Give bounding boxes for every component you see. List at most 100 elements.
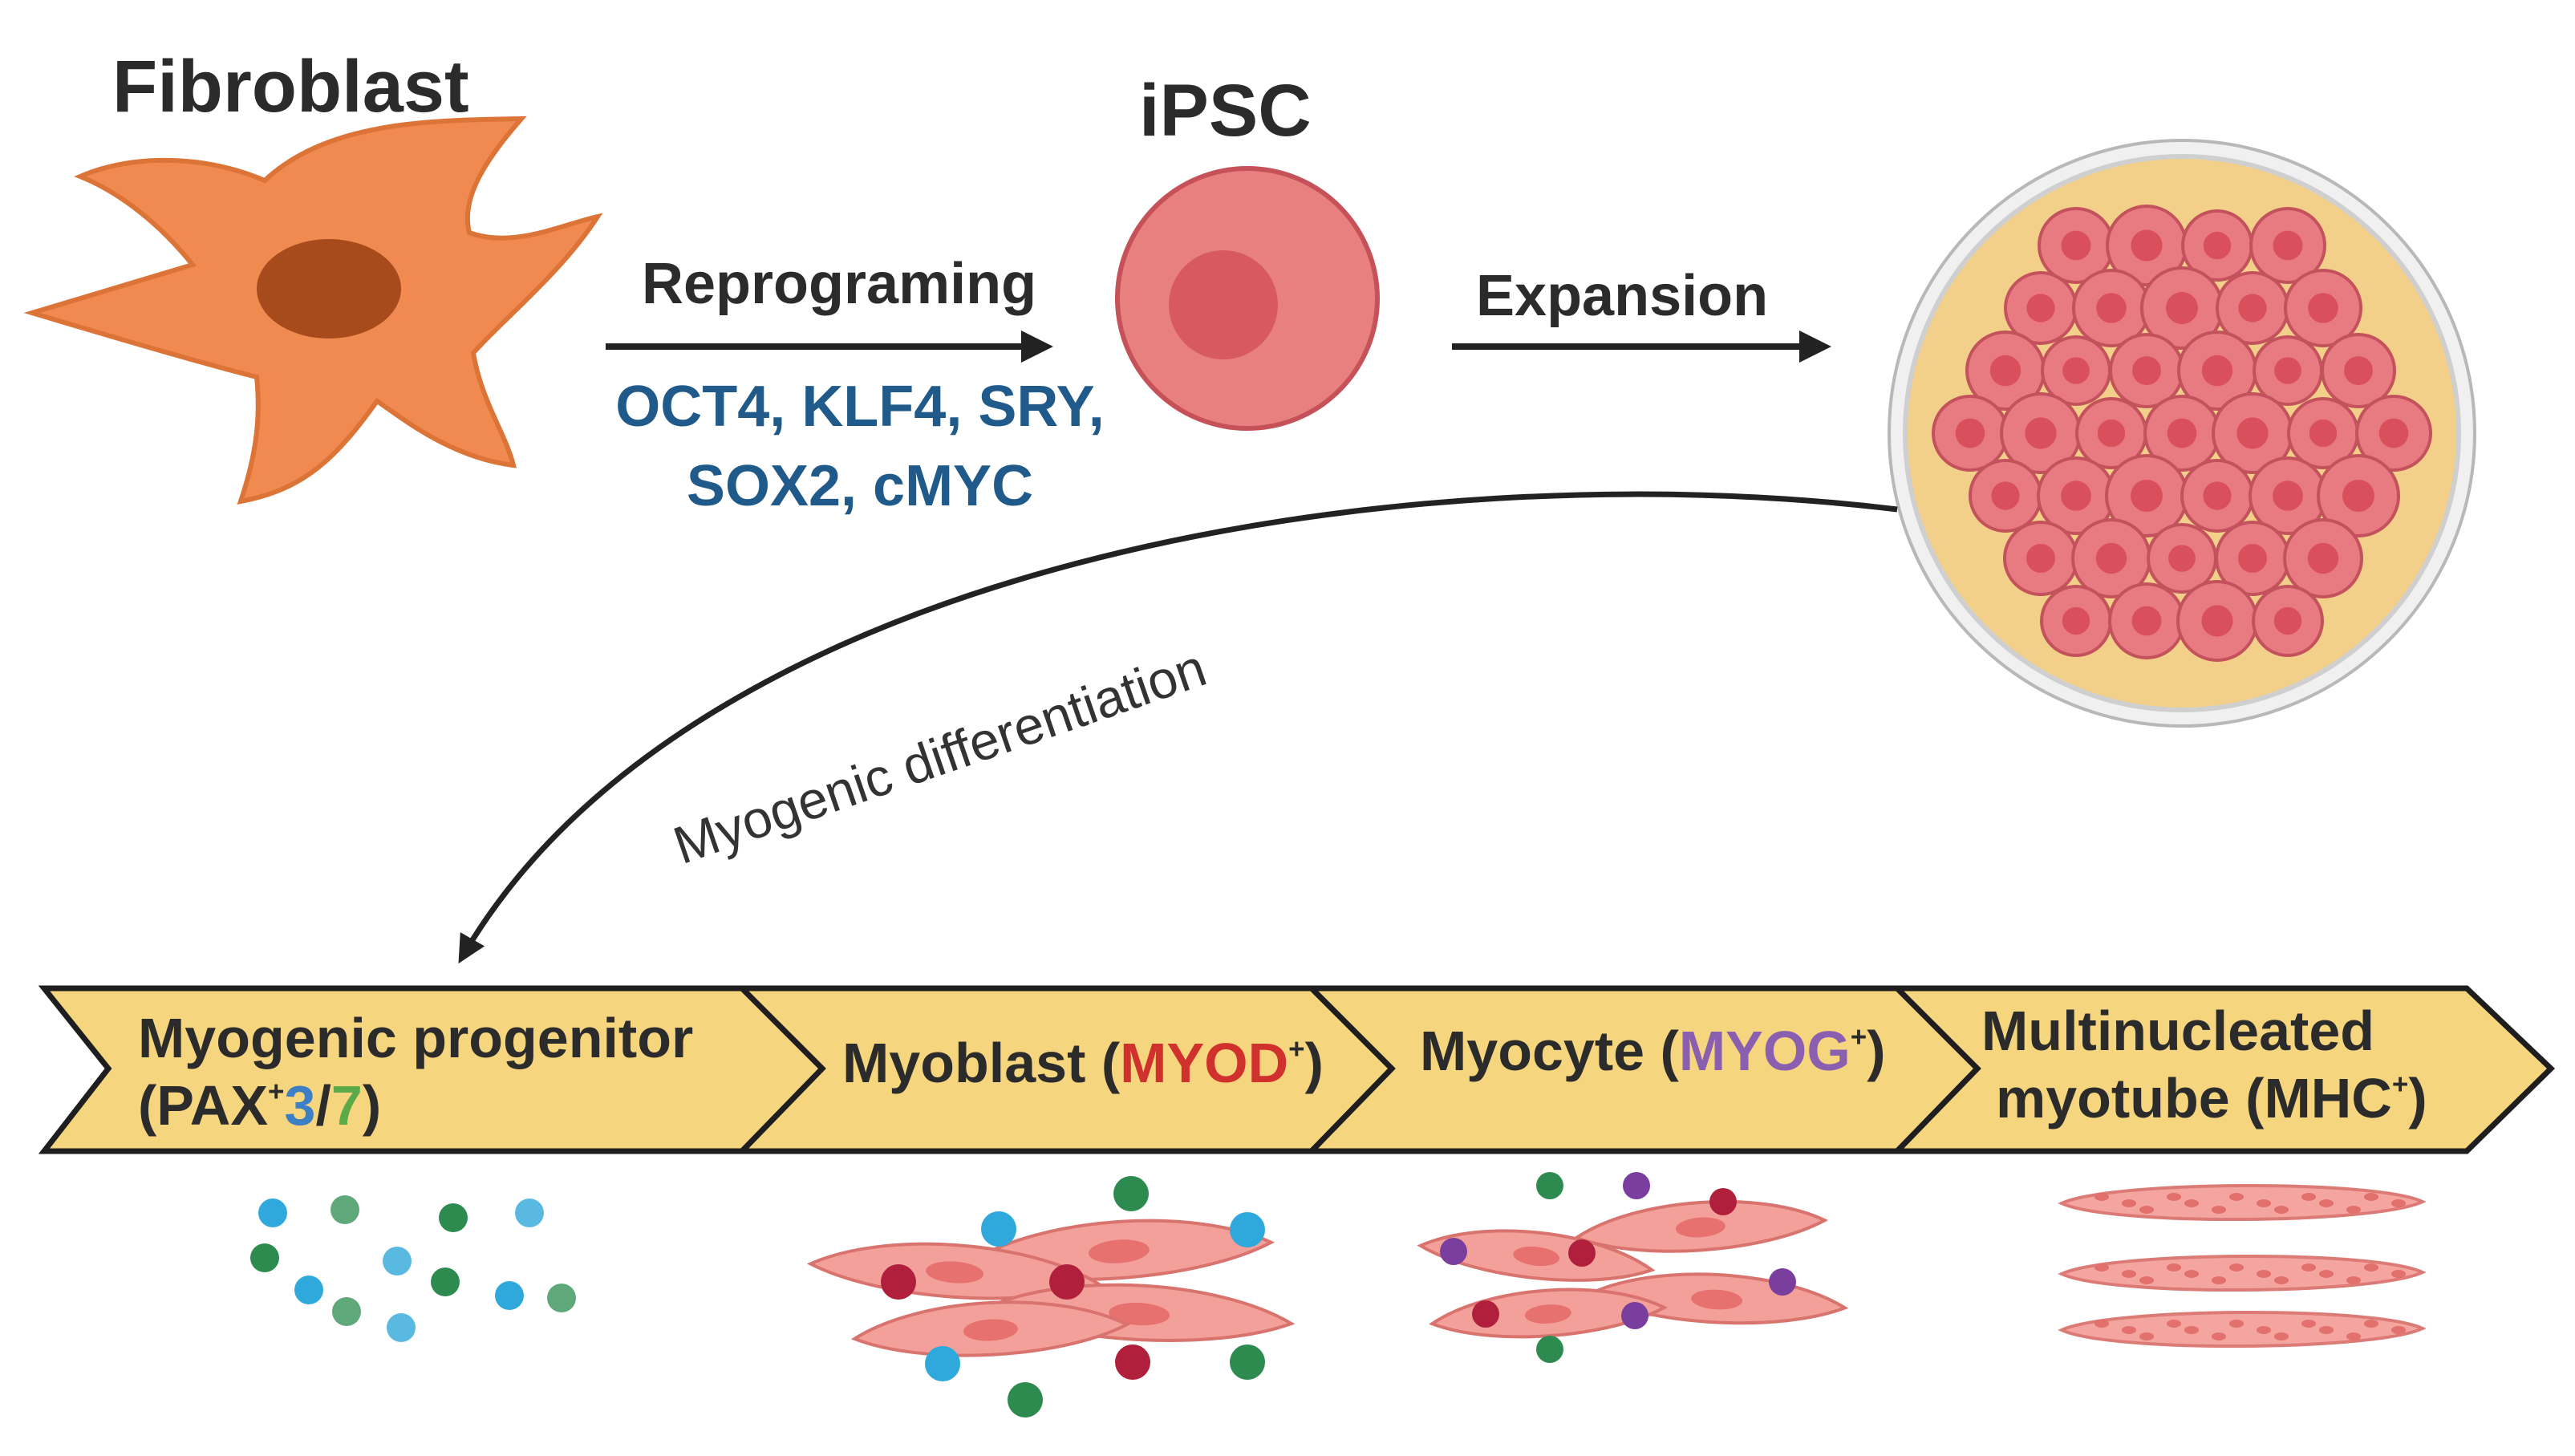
myotube-nucleus bbox=[2139, 1206, 2154, 1214]
myod-marker: MYOD bbox=[1120, 1032, 1289, 1094]
colony-nucleus bbox=[2203, 481, 2232, 510]
ipsc-nucleus-icon bbox=[1169, 250, 1278, 359]
myoblast-dot bbox=[1115, 1344, 1150, 1380]
stage-progenitor-sup: + bbox=[268, 1076, 285, 1108]
myotube-fiber bbox=[2058, 1311, 2427, 1348]
myotube-nucleus bbox=[2094, 1320, 2109, 1328]
myotube-nucleus bbox=[2391, 1326, 2406, 1334]
reprogramming-factors: OCT4, KLF4, SRY, SOX2, cMYC bbox=[603, 367, 1117, 527]
myotube-nucleus bbox=[2257, 1270, 2271, 1278]
colony-nucleus bbox=[1955, 418, 1985, 448]
myocyte-dot bbox=[1709, 1188, 1737, 1215]
colony-nucleus bbox=[2062, 606, 2090, 635]
progenitor-dot bbox=[250, 1243, 279, 1272]
myotube-nucleus bbox=[2301, 1263, 2316, 1271]
colony-nucleus bbox=[1989, 355, 2021, 387]
myocyte-dot bbox=[1536, 1336, 1563, 1363]
fibroblast-nucleus-icon bbox=[257, 239, 401, 339]
colony-nucleus bbox=[2201, 605, 2233, 637]
stage-myocyte-pre: Myocyte ( bbox=[1420, 1020, 1679, 1082]
progenitor-dot bbox=[547, 1284, 576, 1312]
myocyte-dot bbox=[1536, 1172, 1563, 1199]
myotube-nucleus bbox=[2364, 1193, 2378, 1201]
stage-myotube-sup: + bbox=[2391, 1069, 2409, 1101]
colony-nucleus bbox=[2201, 355, 2233, 387]
myocyte-dot bbox=[1623, 1172, 1650, 1199]
colony-nucleus bbox=[2166, 292, 2198, 324]
stage-myoblast-sup: + bbox=[1288, 1033, 1305, 1065]
stage-myotube-close: ) bbox=[2408, 1067, 2427, 1130]
myoblast-dot bbox=[1230, 1212, 1265, 1247]
myoblast-dot bbox=[1113, 1176, 1149, 1211]
myocyte-dot bbox=[1568, 1239, 1596, 1267]
pax7-marker: 7 bbox=[330, 1074, 363, 1137]
myotube-nucleus bbox=[2139, 1332, 2154, 1340]
progenitor-dot bbox=[332, 1297, 361, 1326]
colony-nucleus bbox=[2236, 417, 2269, 449]
progenitor-cell-dots bbox=[250, 1195, 576, 1342]
myotube-nucleus bbox=[2301, 1193, 2316, 1201]
myotube-nucleus bbox=[2167, 1320, 2181, 1328]
colony-nucleus bbox=[2309, 419, 2338, 448]
colony-nucleus bbox=[2344, 356, 2373, 385]
progenitor-dot bbox=[258, 1198, 287, 1227]
colony-nucleus bbox=[2095, 542, 2127, 574]
stage-myotube-line1: Multinucleated bbox=[1981, 1000, 2375, 1062]
colony-nucleus bbox=[2061, 481, 2091, 511]
spindle-nucleus bbox=[926, 1261, 984, 1284]
colony-cells bbox=[1932, 205, 2432, 662]
petri-dish-icon bbox=[1888, 139, 2476, 728]
myotube-nucleus bbox=[2391, 1270, 2406, 1278]
colony-nucleus bbox=[2238, 544, 2267, 573]
progenitor-dot bbox=[515, 1198, 544, 1227]
colony-nucleus bbox=[2203, 231, 2232, 260]
colony-nucleus bbox=[2168, 545, 2196, 572]
myotube-nucleus bbox=[2391, 1199, 2406, 1207]
colony-nucleus bbox=[2096, 293, 2127, 323]
progenitor-dot bbox=[495, 1281, 524, 1310]
spindle-nucleus bbox=[963, 1319, 1018, 1341]
myotube-nucleus bbox=[2184, 1270, 2199, 1278]
myotube-fibers-icon bbox=[2058, 1184, 2427, 1348]
fibroblast-label: Fibroblast bbox=[112, 46, 469, 128]
colony-nucleus bbox=[2273, 481, 2303, 511]
myotube-nucleus bbox=[2094, 1263, 2109, 1271]
stage-myoblast-label: Myoblast (MYOD+) bbox=[842, 1029, 1324, 1097]
myotube-nucleus bbox=[2346, 1276, 2361, 1284]
stage-band bbox=[38, 985, 2556, 1154]
colony-nucleus bbox=[2062, 357, 2090, 384]
colony-nucleus bbox=[2342, 480, 2374, 512]
progenitor-dot bbox=[383, 1247, 412, 1276]
colony-nucleus bbox=[2273, 230, 2303, 261]
myotube-nucleus bbox=[2212, 1206, 2226, 1214]
myocyte-dot bbox=[1621, 1302, 1648, 1329]
myotube-nucleus bbox=[2184, 1199, 2199, 1207]
myotube-nucleus bbox=[2229, 1193, 2244, 1201]
colony-nucleus bbox=[2061, 230, 2091, 261]
myoblast-dot bbox=[1049, 1264, 1085, 1300]
expansion-label: Expansion bbox=[1476, 264, 1769, 328]
spindle-nucleus bbox=[1675, 1217, 1725, 1238]
myotube-nucleus bbox=[2346, 1332, 2361, 1340]
colony-nucleus bbox=[2308, 293, 2338, 323]
stage-progenitor-slash: / bbox=[315, 1074, 331, 1137]
myotube-nucleus bbox=[2319, 1270, 2334, 1278]
stage-myocyte-close: ) bbox=[1867, 1020, 1886, 1082]
colony-nucleus bbox=[2307, 542, 2339, 574]
progenitor-dot bbox=[439, 1203, 468, 1232]
myotube-nucleus bbox=[2167, 1263, 2181, 1271]
myoblast-dot bbox=[1008, 1382, 1043, 1417]
colony-nucleus bbox=[2097, 419, 2126, 448]
colony-nucleus bbox=[2131, 606, 2162, 636]
stage-myoblast-close: ) bbox=[1304, 1032, 1324, 1094]
myotube-nucleus bbox=[2122, 1326, 2136, 1334]
myotube-nucleus bbox=[2167, 1193, 2181, 1201]
myoblast-dot bbox=[1230, 1344, 1265, 1380]
myotube-nucleus bbox=[2122, 1199, 2136, 1207]
myotube-nucleus bbox=[2364, 1320, 2378, 1328]
myotube-nucleus bbox=[2257, 1199, 2271, 1207]
myocyte-cells-icon bbox=[1417, 1172, 1849, 1363]
myotube-nucleus bbox=[2257, 1326, 2271, 1334]
stage-myotube-label: Multinucleated myotube (MHC+) bbox=[1981, 997, 2427, 1132]
